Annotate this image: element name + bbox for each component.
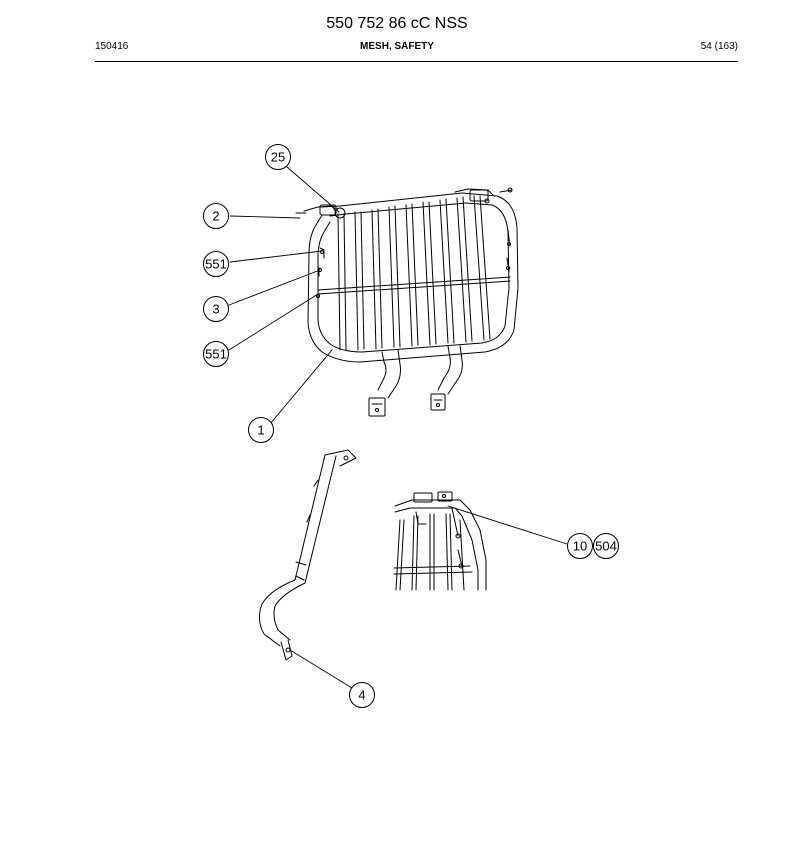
svg-text:2: 2	[212, 209, 219, 224]
top-right-bracket	[454, 187, 513, 204]
callout-551-lower: 551	[203, 341, 229, 367]
svg-text:25: 25	[271, 150, 285, 165]
callout-1: 1	[248, 417, 274, 443]
document-number: 550 752 86 cC NSS	[326, 15, 468, 32]
svg-text:3: 3	[212, 302, 219, 317]
callout-3: 3	[203, 296, 229, 322]
right-mount-leg	[430, 345, 463, 411]
svg-text:504: 504	[595, 539, 617, 554]
right-fasteners	[506, 229, 511, 273]
svg-text:10: 10	[573, 539, 587, 554]
header-rule	[95, 61, 738, 62]
callout-25: 25	[265, 144, 291, 170]
side-bar-part	[258, 449, 357, 661]
svg-text:1: 1	[257, 423, 264, 438]
svg-text:551: 551	[205, 347, 227, 362]
svg-text:551: 551	[205, 257, 227, 272]
section-title: MESH, SAFETY	[360, 41, 434, 52]
callout-551-upper: 551	[203, 251, 229, 277]
left-mount-leg	[368, 349, 401, 417]
page-info: 54 (163)	[700, 41, 738, 52]
callout-10: 10	[567, 533, 593, 559]
leader-lines	[228, 166, 568, 689]
detail-view	[393, 491, 487, 591]
callout-2: 2	[203, 203, 229, 229]
date-code: 150416	[95, 41, 129, 52]
top-left-bracket	[295, 204, 346, 219]
svg-text:4: 4	[358, 688, 365, 703]
callout-504: 504	[593, 533, 619, 559]
mesh-bars	[337, 195, 491, 351]
callout-4: 4	[349, 682, 375, 708]
